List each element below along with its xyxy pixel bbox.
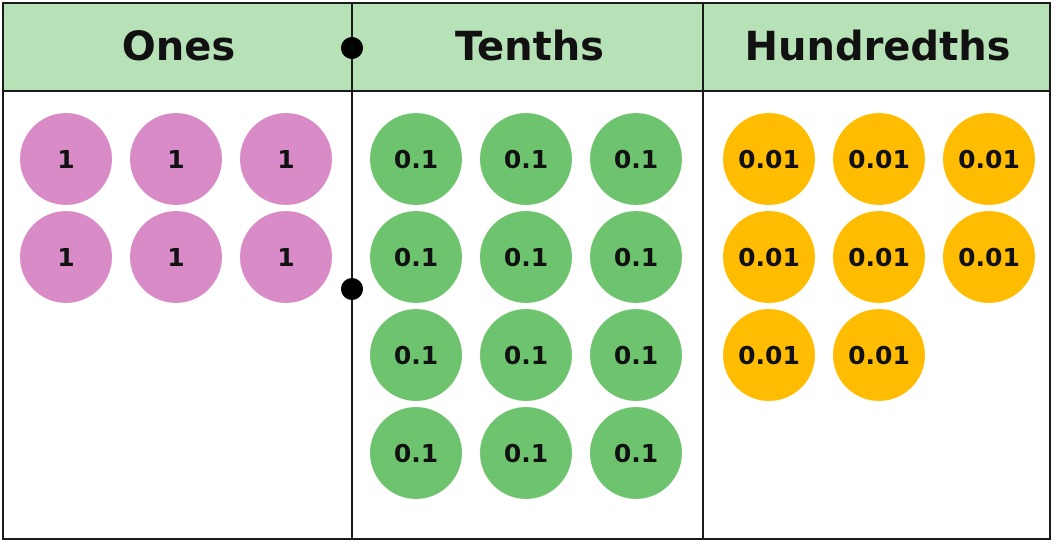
column-divider-ones-tenths: [351, 4, 353, 538]
counter-hundredths: 0.01: [833, 309, 925, 401]
counter-hundredths: 0.01: [833, 211, 925, 303]
counter-tenths: 0.1: [480, 113, 572, 205]
counter-tenths: 0.1: [480, 407, 572, 499]
counter-hundredths: 0.01: [723, 113, 815, 205]
counter-hundredths: 0.01: [943, 211, 1035, 303]
counter-hundredths: 0.01: [833, 113, 925, 205]
counter-hundredths: 0.01: [943, 113, 1035, 205]
counter-tenths: 0.1: [370, 407, 462, 499]
counter-hundredths: 0.01: [723, 309, 815, 401]
column-header-ones: Ones: [121, 24, 236, 70]
column-header-tenths: Tenths: [455, 24, 604, 70]
counter-tenths: 0.1: [590, 113, 682, 205]
counter-tenths: 0.1: [370, 309, 462, 401]
divider-marker-top: [341, 37, 363, 59]
counter-tenths: 0.1: [590, 309, 682, 401]
counter-hundredths: 0.01: [723, 211, 815, 303]
divider-marker-bottom: [341, 278, 363, 300]
counter-ones: 1: [240, 113, 332, 205]
counter-tenths: 0.1: [480, 309, 572, 401]
counter-ones: 1: [20, 113, 112, 205]
column-header-hundredths: Hundredths: [744, 24, 1011, 70]
counter-tenths: 0.1: [590, 211, 682, 303]
counter-tenths: 0.1: [370, 211, 462, 303]
column-divider-tenths-hundredths: [702, 4, 704, 538]
header-row: Ones Tenths Hundredths: [4, 4, 1049, 92]
counter-ones: 1: [130, 113, 222, 205]
counter-tenths: 0.1: [590, 407, 682, 499]
counter-ones: 1: [240, 211, 332, 303]
counter-tenths: 0.1: [370, 113, 462, 205]
counter-tenths: 0.1: [480, 211, 572, 303]
counter-ones: 1: [130, 211, 222, 303]
counter-ones: 1: [20, 211, 112, 303]
